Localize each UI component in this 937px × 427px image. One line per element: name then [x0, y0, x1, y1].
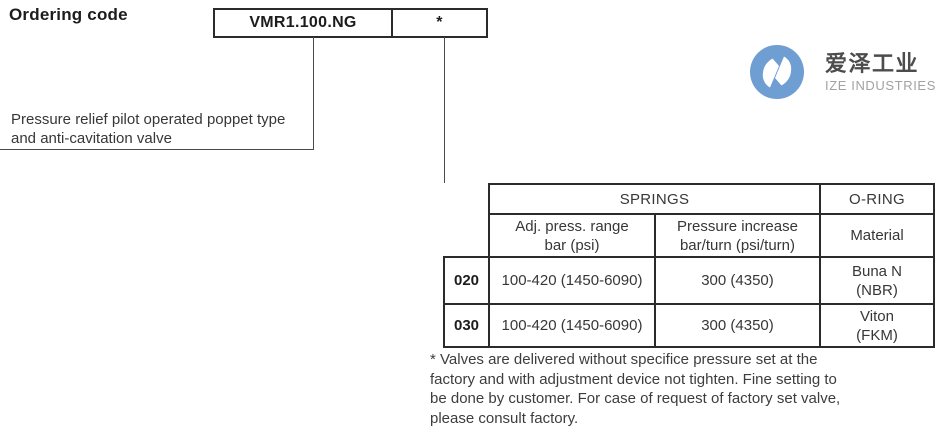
- cell-adj-press-range: 100-420 (1450-6090): [488, 303, 656, 348]
- description-underline: [0, 149, 314, 150]
- ize-logo-mark-icon: [750, 45, 804, 99]
- col-header-material: Material: [819, 213, 935, 258]
- group-header-oring: O-RING: [819, 183, 935, 215]
- group-header-springs: SPRINGS: [488, 183, 821, 215]
- ize-logo-english-name: IZE INDUSTRIES: [825, 77, 936, 93]
- page-title: Ordering code: [9, 5, 128, 24]
- table-row-030: 030 100-420 (1450-6090) 300 (4350) Viton…: [443, 303, 935, 348]
- ordering-code-box: VMR1.100.NG: [213, 8, 393, 38]
- table-group-header-row: SPRINGS O-RING: [444, 183, 935, 215]
- asterisk-footnote: * Valves are delivered without specifice…: [430, 351, 841, 427]
- connector-line-option: [444, 37, 445, 257]
- springs-oring-table: SPRINGS O-RING Adj. press. range bar (ps…: [443, 183, 935, 348]
- col-header-pressure-increase: Pressure increase bar/turn (psi/turn): [654, 213, 821, 258]
- ize-logo-text: 爱泽工业 IZE INDUSTRIES: [825, 50, 936, 93]
- table-subheader-row: Adj. press. range bar (psi) Pressure inc…: [444, 213, 935, 258]
- ize-industries-logo: 爱泽工业 IZE INDUSTRIES: [749, 44, 936, 100]
- cell-material: Viton (FKM): [819, 303, 935, 348]
- cell-pressure-increase: 300 (4350): [654, 256, 821, 305]
- row-code-020: 020: [443, 256, 490, 305]
- valve-description: Pressure relief pilot operated poppet ty…: [11, 111, 286, 147]
- table-row-020: 020 100-420 (1450-6090) 300 (4350) Buna …: [443, 256, 935, 305]
- col-header-adj-press-range: Adj. press. range bar (psi): [488, 213, 656, 258]
- cell-material: Buna N (NBR): [819, 256, 935, 305]
- ordering-option-box: *: [391, 8, 488, 38]
- table-corner-spacer: [444, 184, 489, 214]
- ize-logo-chinese-name: 爱泽工业: [825, 50, 920, 76]
- cell-pressure-increase: 300 (4350): [654, 303, 821, 348]
- cell-adj-press-range: 100-420 (1450-6090): [488, 256, 656, 305]
- row-code-030: 030: [443, 303, 490, 348]
- table-corner-spacer: [444, 214, 489, 257]
- connector-line-code: [313, 37, 314, 150]
